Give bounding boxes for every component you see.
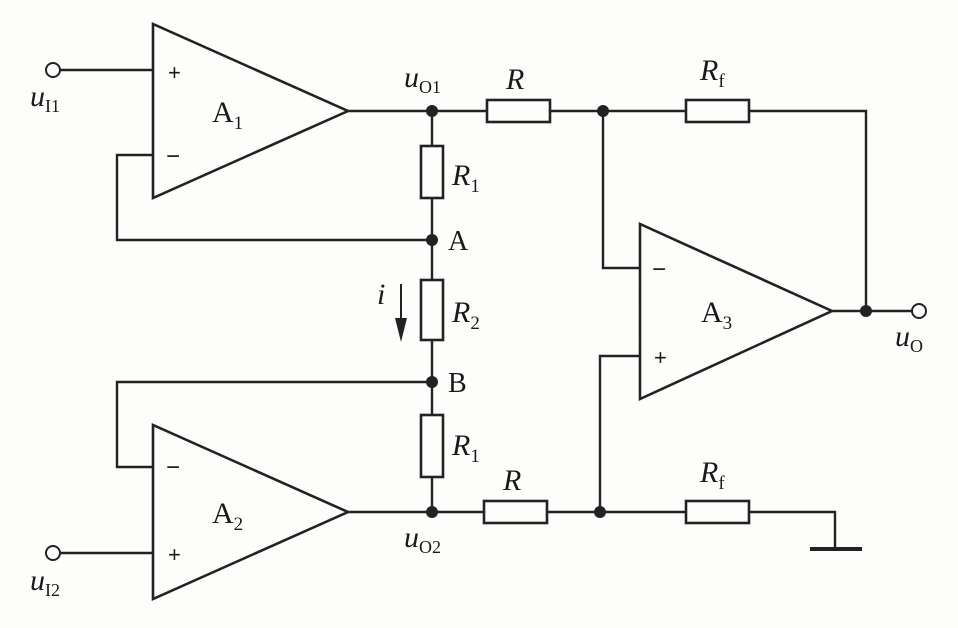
wire-rf-bottom-to-ground: [747, 510, 837, 550]
a1-minus-sign: −: [166, 143, 180, 170]
a3-minus-sign: −: [652, 256, 666, 283]
resistor-r1-bottom: [419, 413, 445, 479]
uo-label: uO: [895, 320, 923, 356]
wire-a1-minus-to-a: [115, 153, 434, 242]
terminal-uo: [911, 303, 927, 319]
resistor-r-top: [485, 98, 552, 124]
opamp-a3: [638, 221, 836, 402]
ui2-label: uI2: [30, 564, 60, 600]
wires: [58, 68, 914, 555]
opamp-a1: [151, 21, 352, 201]
junction-o2: [426, 506, 438, 518]
wire-b-to-a2-minus: [115, 380, 434, 469]
resistor-r2: [419, 278, 445, 342]
junction-top-sum: [597, 105, 609, 117]
terminal-ui1: [45, 62, 61, 78]
node-b-label: B: [448, 368, 467, 399]
wire-a3-minus: [601, 109, 642, 270]
r-bottom-label: R: [502, 464, 521, 497]
junction-bottom-sum: [594, 506, 606, 518]
r-top-label: R: [505, 63, 524, 96]
ui1-label: uI1: [30, 80, 60, 116]
rf-top-label: Rf: [699, 54, 725, 92]
wire-rf-top-to-out: [747, 109, 868, 313]
uo2-label: uO2: [404, 521, 441, 557]
rf-bottom-label: Rf: [699, 456, 725, 494]
current-label: i: [377, 278, 385, 311]
resistor-rf-bottom: [684, 499, 751, 525]
r1-top-label: R1: [451, 159, 480, 197]
node-a-label: A: [448, 226, 469, 257]
current-arrow-icon: [395, 284, 407, 342]
resistor-r-bottom: [482, 499, 549, 525]
junction-out: [860, 305, 872, 317]
junction-a: [426, 234, 438, 246]
a2-label: A2: [212, 497, 243, 535]
junction-dots: [426, 105, 872, 518]
a2-plus-sign: +: [168, 542, 181, 567]
r2-label: R2: [451, 296, 480, 334]
terminal-ui2: [45, 545, 61, 561]
uo1-label: uO1: [404, 61, 441, 97]
resistor-r1-top: [419, 144, 445, 200]
junction-o1: [426, 105, 438, 117]
r1-bottom-label: R1: [451, 429, 480, 467]
a2-minus-sign: −: [166, 454, 180, 481]
a3-plus-sign: +: [654, 345, 667, 370]
wire-a3-plus: [598, 354, 642, 514]
a3-label: A3: [701, 296, 732, 334]
resistor-rf-top: [684, 98, 751, 124]
a1-label: A1: [212, 96, 243, 134]
junction-b: [426, 376, 438, 388]
opamp-a2: [151, 422, 352, 602]
a1-plus-sign: +: [168, 60, 181, 85]
